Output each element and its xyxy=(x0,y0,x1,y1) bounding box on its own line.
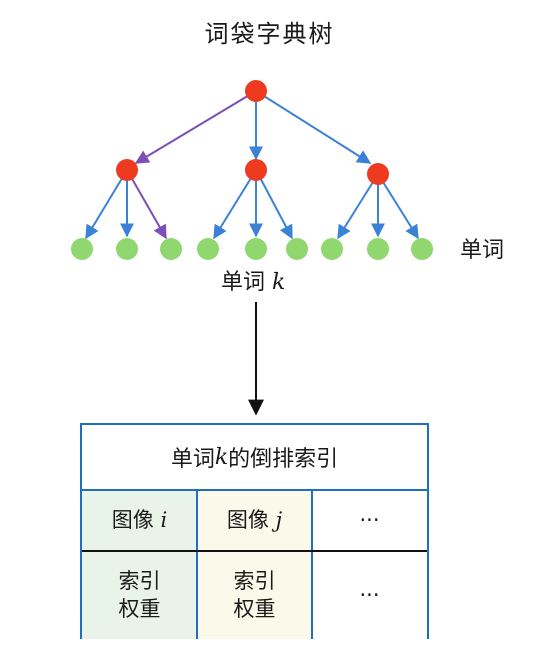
ellipsis-cell: ··· xyxy=(312,552,427,639)
image-j-cell: 图像 j xyxy=(197,491,312,550)
leaf-node xyxy=(411,238,433,260)
diagram-title: 词袋字典树 xyxy=(204,20,335,48)
leaf-words-label: 单词 xyxy=(460,238,505,263)
leaf-node xyxy=(286,238,308,260)
vocabulary-tree xyxy=(71,80,433,416)
index-weight-cell-j: 索引 权重 xyxy=(197,552,312,639)
leaf-node-word-k xyxy=(160,238,182,260)
index-weight-cell-i: 索引 权重 xyxy=(82,552,197,639)
ellipsis-cell: ··· xyxy=(312,491,427,550)
internal-node-left xyxy=(116,159,138,181)
leaf-node xyxy=(245,238,267,260)
leaf-node xyxy=(71,238,93,260)
row-divider xyxy=(82,550,427,552)
edge-left-1 xyxy=(85,169,128,240)
inverted-index-table: 单词 k 的倒排索引 图像 i 图像 j ··· 索引 权重 索引 权重 ··· xyxy=(80,423,429,639)
inverted-index-header: 单词 k 的倒排索引 xyxy=(82,425,427,491)
edge-root-right xyxy=(255,90,372,164)
word-k-label: 单词 k xyxy=(221,270,286,295)
internal-node-middle xyxy=(245,159,267,181)
leaf-node xyxy=(116,238,138,260)
edge-right-3 xyxy=(377,173,419,240)
edge-right-1 xyxy=(337,173,379,240)
image-i-cell: 图像 i xyxy=(82,491,197,550)
column-divider xyxy=(196,491,198,639)
internal-node-right xyxy=(367,163,389,185)
root-node xyxy=(245,80,267,102)
edge-root-left xyxy=(134,90,257,164)
column-divider xyxy=(311,491,313,639)
edge-mid-1 xyxy=(213,169,257,240)
leaf-node xyxy=(367,238,389,260)
edge-mid-3 xyxy=(255,169,293,240)
leaf-node xyxy=(197,238,219,260)
leaf-node xyxy=(321,238,343,260)
edge-left-3 xyxy=(126,169,167,240)
